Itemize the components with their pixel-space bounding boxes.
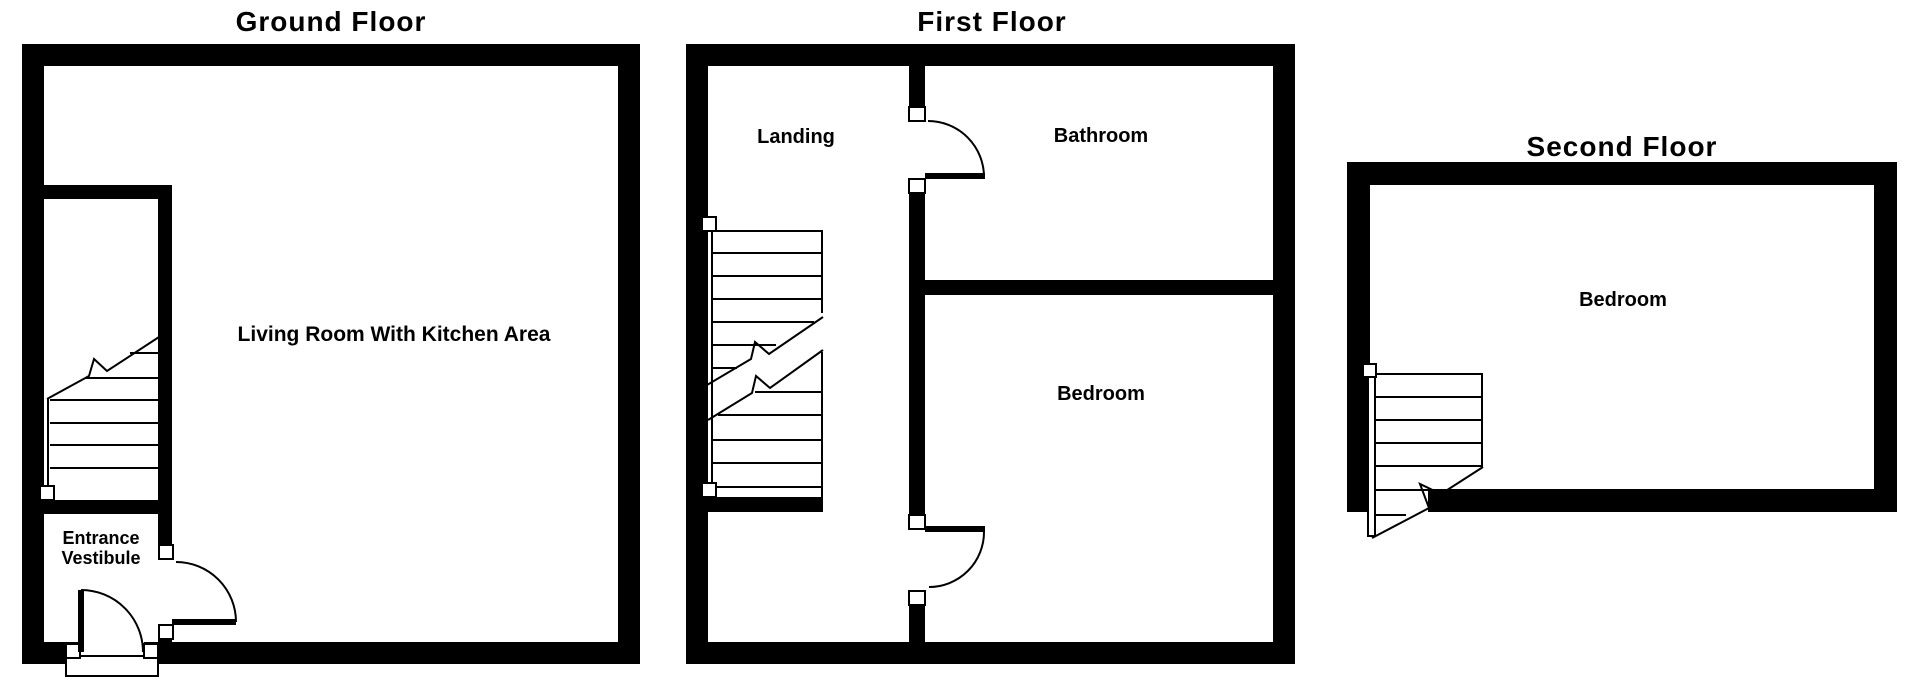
room-label-living-room: Living Room With Kitchen Area [238,323,551,346]
room-label-vestibule-line1: Entrance [62,528,139,548]
stair-break-line [706,316,824,386]
door-leaf [925,173,985,179]
room-label-vestibule-line2: Vestibule [61,548,140,568]
floor-title: Ground Floor [236,6,427,37]
door-jamb [908,178,926,194]
door-jamb [908,106,926,122]
stair-break-line [707,349,824,421]
partition-wall [909,193,925,515]
room-label-bedroom: Bedroom [1579,289,1667,311]
stair-enclosure-wall-stub [158,639,172,653]
stair-newel-post [1362,363,1377,378]
vestibule-interior-door [158,544,237,640]
stair-break-line [1371,466,1484,539]
stair-bottom-edge [703,497,823,512]
second-floor-plan: Second Floor Bedroom [1347,131,1897,539]
door-jamb [158,544,174,560]
ground-floor-plan: Ground Floor Living Room With Kitchen Ar… [22,6,640,677]
door-leaf [925,526,985,532]
door-jamb [65,643,81,659]
room-label-bedroom: Bedroom [1057,383,1145,405]
room-label-bathroom: Bathroom [1054,125,1148,147]
door-threshold [65,655,159,677]
bedroom-door [908,514,985,606]
stair-break-line [46,336,160,400]
partition-wall [909,605,925,642]
second-staircase [1362,363,1484,539]
door-jamb [158,624,174,640]
first-outer-wall [686,44,1295,664]
stair-bottom-edge [44,500,158,514]
entrance-door [65,589,159,677]
stair-stringer [1367,375,1376,537]
stairwell-wall-cutout [1376,487,1428,514]
ground-outer-wall [22,44,640,664]
door-swing-arc [927,120,985,178]
door-leaf [172,619,236,625]
room-label-landing: Landing [757,126,835,148]
stair-newel-post [701,216,717,232]
ground-staircase [39,336,160,514]
floor-title: Second Floor [1527,131,1718,162]
door-swing-arc [928,531,985,588]
stair-enclosure-top-wall [22,185,172,199]
stair-enclosure-right-wall [158,199,172,545]
door-jamb [908,590,926,606]
door-swing-arc [175,561,237,623]
door-jamb [908,514,926,530]
door-leaf [78,590,84,652]
stair-newel-post [701,482,717,498]
stair-newel-post [39,485,55,501]
door-swing-arc [80,589,144,653]
partition-wall [909,66,925,107]
bathroom-door [908,106,985,194]
door-jamb [143,643,159,659]
first-staircase [701,216,824,512]
floor-title: First Floor [917,6,1066,37]
first-floor-plan: First Floor Landing Bathroom Bedroom [686,6,1295,664]
second-outer-wall [1347,162,1897,512]
room-divider-wall [925,280,1273,295]
